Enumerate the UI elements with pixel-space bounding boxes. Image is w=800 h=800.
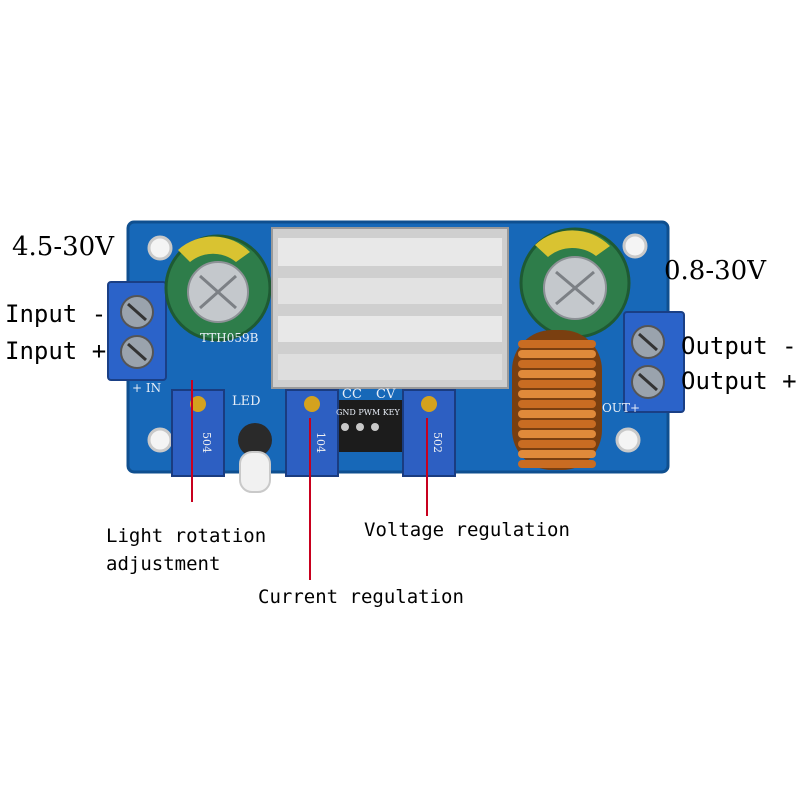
cv-marking: CV (376, 387, 396, 402)
inductor-winding (518, 360, 596, 368)
voltage-regulation-label: Voltage regulation (364, 519, 570, 541)
input-marking: + IN (132, 381, 161, 395)
mount-hole (622, 233, 648, 259)
pot3-code: 502 (431, 432, 444, 453)
led-marking: LED (232, 394, 261, 409)
inductor-winding (518, 420, 596, 428)
led (238, 423, 272, 493)
pointer-line-voltage (426, 418, 428, 516)
output-plus-label: Output + (681, 367, 797, 395)
input-capacitor (164, 234, 272, 342)
inductor-winding (518, 450, 596, 458)
inductor-winding (518, 370, 596, 378)
light-rotation-label-line1: Light rotation (106, 525, 267, 547)
input-plus-label: Input + (5, 337, 107, 365)
output-minus-label: Output - (681, 332, 797, 360)
inductor-winding (518, 350, 596, 358)
light-rotation-label-line2: adjustment (106, 553, 221, 575)
input-terminal (107, 281, 167, 381)
output-capacitor (519, 227, 631, 339)
input-minus-label: Input - (5, 300, 107, 328)
potentiometer-light (171, 389, 225, 477)
inductor-winding (518, 400, 596, 408)
output-terminal (623, 311, 685, 413)
pointer-line-current (309, 418, 311, 580)
chip-marking: TTH059B (200, 331, 259, 345)
header-marking: GND PWM KEY (336, 408, 401, 417)
output-voltage-label: 0.8-30V (664, 256, 766, 286)
potentiometer-current (285, 389, 339, 477)
current-regulation-label: Current regulation (258, 586, 464, 608)
mount-hole (147, 235, 173, 261)
cc-marking: CC (342, 387, 362, 402)
mount-hole (615, 427, 641, 453)
pointer-line-light (191, 380, 193, 502)
inductor-winding (518, 440, 596, 448)
heatsink (271, 227, 509, 389)
pot1-code: 504 (200, 432, 213, 453)
input-voltage-label: 4.5-30V (12, 232, 114, 262)
potentiometer-voltage (402, 389, 456, 477)
inductor-winding (518, 380, 596, 388)
mount-hole (147, 427, 173, 453)
inductor-winding (518, 340, 596, 348)
inductor (512, 330, 602, 470)
inductor-winding (518, 410, 596, 418)
inductor-winding (518, 390, 596, 398)
inductor-winding (518, 460, 596, 468)
pot2-code: 104 (314, 432, 327, 453)
output-marking: OUT+ (602, 401, 640, 415)
inductor-winding (518, 430, 596, 438)
